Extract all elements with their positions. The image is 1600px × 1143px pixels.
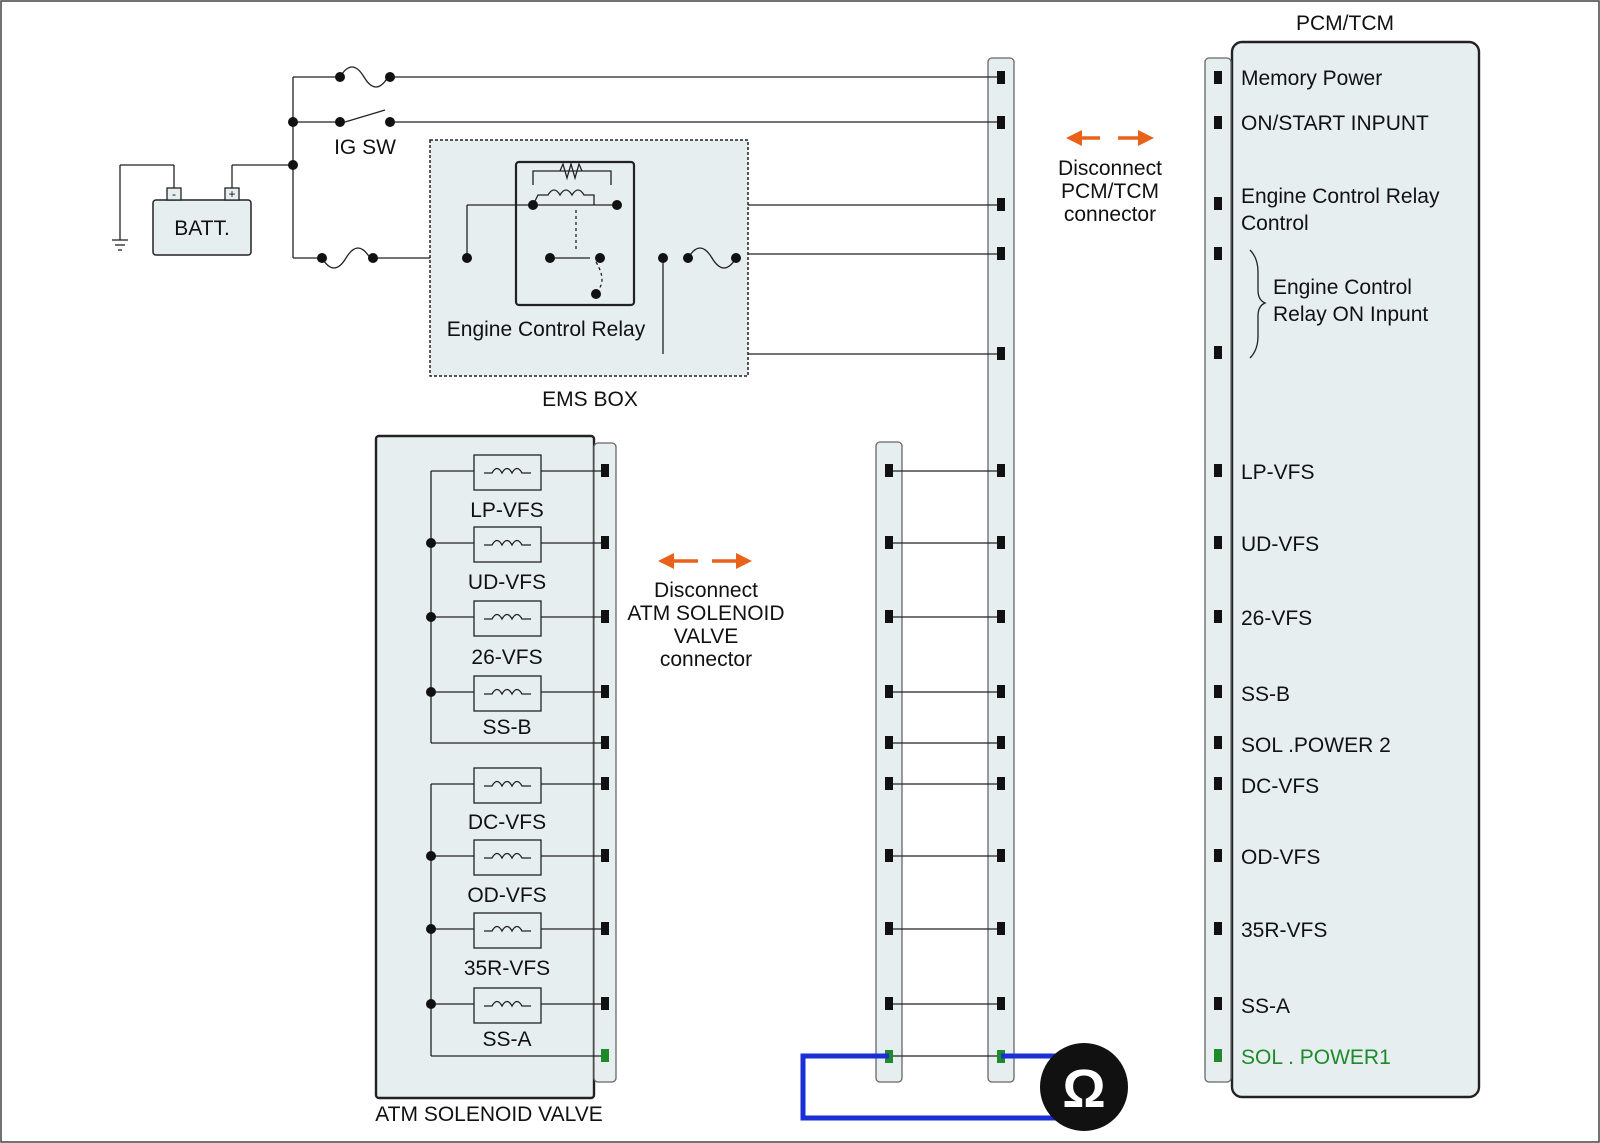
- disconnect-atm-line1: Disconnect: [654, 579, 758, 602]
- atm-solenoid-connector[interactable]: [593, 442, 617, 1083]
- disconnect-pcm-line2: PCM/TCM: [1061, 180, 1159, 203]
- pcm-pin-on-start: ON/START INPUNT: [1241, 112, 1429, 135]
- battery: [152, 187, 252, 256]
- pcm-pin-26-vfs: 26-VFS: [1241, 607, 1312, 630]
- disconnect-pcm-line3: connector: [1064, 203, 1156, 226]
- pcm-pin-dc-vfs: DC-VFS: [1241, 775, 1319, 798]
- pcm-connector[interactable]: [1204, 57, 1232, 1083]
- pcm-pin-ud-vfs: UD-VFS: [1241, 533, 1319, 556]
- solenoid-ss-b-label: SS-B: [482, 716, 531, 739]
- pcm-pin-ecr-control-line2: Control: [1241, 212, 1309, 235]
- disconnect-atm-line3: VALVE: [674, 625, 739, 648]
- harness-connector-left[interactable]: [875, 441, 903, 1083]
- solenoid-coils: [473, 454, 542, 1024]
- harness-rungs: [889, 470, 1001, 1057]
- solenoid-od-vfs-label: OD-VFS: [467, 884, 546, 907]
- pcm-title: PCM/TCM: [1296, 12, 1394, 35]
- pcm-tcm-box: [1230, 40, 1481, 1099]
- solenoid-junction-dots: [426, 538, 436, 1009]
- solenoid-lp-vfs-label: LP-VFS: [470, 499, 544, 522]
- pcm-pin-ecr-control-line1: Engine Control Relay: [1241, 185, 1440, 208]
- battery-plus: +: [228, 187, 235, 201]
- solenoid-35r-vfs-label: 35R-VFS: [464, 957, 550, 980]
- disconnect-atm-line2: ATM SOLENOID: [627, 602, 784, 625]
- solenoid-ud-vfs-label: UD-VFS: [468, 571, 546, 594]
- pcm-pin-ss-b: SS-B: [1241, 683, 1290, 706]
- pcm-pin-sol-power-2: SOL .POWER 2: [1241, 734, 1391, 757]
- pcm-pin-od-vfs: OD-VFS: [1241, 846, 1320, 869]
- pcm-pin-ss-a: SS-A: [1241, 995, 1290, 1018]
- solenoid-ss-a-label: SS-A: [482, 1028, 531, 1051]
- disconnect-pcm-line1: Disconnect: [1058, 157, 1162, 180]
- pcm-pin-lp-vfs: LP-VFS: [1241, 461, 1315, 484]
- ohmmeter-symbol: Ω: [1062, 1059, 1105, 1119]
- engine-control-relay-label: Engine Control Relay: [447, 318, 646, 341]
- solenoid-wiring: [430, 470, 604, 1057]
- disconnect-atm-arrows: [658, 553, 752, 569]
- harness-connector-right[interactable]: [987, 57, 1015, 1083]
- pcm-pin-sol-power-1: SOL . POWER1: [1241, 1046, 1391, 1069]
- pcm-pin-ecr-on-line2: Relay ON Inpunt: [1273, 303, 1428, 326]
- pcm-pin-memory-power: Memory Power: [1241, 67, 1382, 90]
- pcm-pins: [1214, 71, 1222, 1062]
- pcm-pin-ecr-on-line1: Engine Control: [1273, 276, 1412, 299]
- ohmmeter-icon[interactable]: [1040, 1043, 1128, 1131]
- solenoid-dc-vfs-label: DC-VFS: [468, 811, 546, 834]
- ecr-on-brace: [1249, 249, 1267, 359]
- battery-junction-dots: [288, 72, 395, 263]
- engine-control-relay: [514, 160, 636, 307]
- ems-box-label: EMS BOX: [542, 388, 638, 411]
- atm-solenoid-valve-label: ATM SOLENOID VALVE: [375, 1103, 603, 1126]
- relay-dots: [462, 200, 741, 299]
- relay-internals: [466, 161, 737, 354]
- disconnect-pcm-arrows: [1066, 130, 1154, 146]
- disconnect-atm-line4: connector: [660, 648, 752, 671]
- battery-minus: -: [172, 187, 176, 201]
- solenoid-26-vfs-label: 26-VFS: [471, 646, 542, 669]
- ohmmeter-probe-lead-left: [800, 1053, 1085, 1121]
- battery-label: BATT.: [174, 217, 230, 240]
- pcm-pin-35r-vfs: 35R-VFS: [1241, 919, 1327, 942]
- ig-switch-label: IG SW: [334, 136, 396, 159]
- atm-connector-pins: [601, 464, 609, 1062]
